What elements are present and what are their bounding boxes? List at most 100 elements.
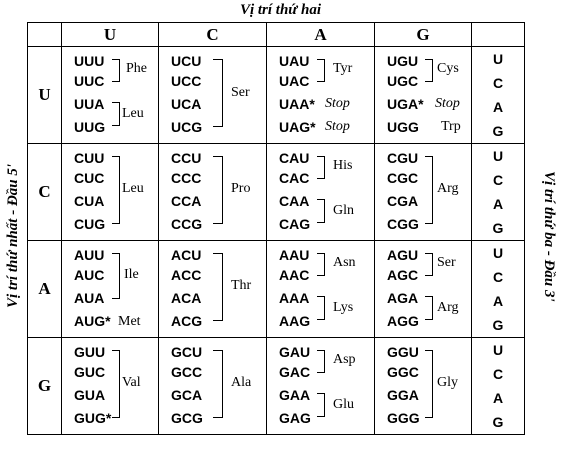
amino-acid-label: Arg [437, 300, 459, 315]
amino-acid-label: Lys [333, 300, 354, 315]
codon: UCC [171, 73, 202, 89]
table-row: G GUU GUC GUA GUG* Val GCU GCC GCA GCG A… [27, 337, 525, 435]
third-base: G [492, 414, 504, 430]
row-header-u: U [27, 46, 62, 144]
third-base: C [492, 172, 504, 188]
bracket [112, 253, 120, 299]
bracket [425, 59, 433, 82]
cell-ac: ACU ACC ACA ACG Thr [158, 240, 267, 338]
codon: AAA [279, 290, 310, 306]
amino-acid-label: Ala [231, 375, 252, 390]
bracket [213, 59, 223, 127]
amino-acid-label: His [333, 158, 353, 173]
cell-ca: CAU CAC CAA CAG His Gln [266, 143, 375, 241]
third-base: G [492, 317, 504, 333]
codon: GUA [74, 387, 106, 403]
codon: GGU [387, 344, 419, 360]
bracket [425, 350, 433, 418]
third-base: U [492, 245, 504, 261]
third-base: A [492, 99, 504, 115]
codon: CUG [74, 216, 106, 232]
amino-acid-label: Gln [333, 203, 354, 218]
codon: CUA [74, 193, 105, 209]
codon: CGC [387, 170, 419, 186]
third-base: C [492, 269, 504, 285]
third-base: A [492, 196, 504, 212]
codon: UGU [387, 53, 419, 69]
amino-acid-label: Phe [126, 61, 147, 76]
codon: UGA* [387, 96, 424, 112]
codon: UCA [171, 96, 202, 112]
codon: GUC [74, 364, 106, 380]
table-row: A AUU AUC AUA AUG* Ile Met ACU ACC ACA A… [27, 240, 525, 338]
col-header-c: C [158, 22, 267, 47]
amino-acid-label: Val [122, 375, 141, 390]
codon: AAG [279, 313, 311, 329]
cell-au: AUU AUC AUA AUG* Ile Met [61, 240, 159, 338]
codon: UAA* [279, 96, 315, 112]
codon: CCU [171, 150, 202, 166]
corner-cell [27, 22, 62, 47]
bracket [317, 199, 325, 223]
cell-cc: CCU CCC CCA CCG Pro [158, 143, 267, 241]
amino-acid-label: Tyr [333, 61, 353, 76]
codon: CCG [171, 216, 203, 232]
amino-acid-label: Thr [231, 278, 252, 293]
codon: GAA [279, 387, 311, 403]
third-base: C [492, 366, 504, 382]
cell-aa: AAU AAC AAA AAG Asn Lys [266, 240, 375, 338]
amino-acid-label: Gly [437, 375, 458, 390]
amino-acid-label: Ser [437, 255, 456, 270]
codon: CGU [387, 150, 419, 166]
amino-acid-label: Asn [333, 255, 356, 270]
cell-uu: UUU UUC UUA UUG Phe Leu [61, 46, 159, 144]
codon: UUC [74, 73, 105, 89]
row-header-g: G [27, 337, 62, 435]
codon: AUC [74, 267, 105, 283]
third-header-blank [471, 22, 525, 47]
third-base: G [492, 123, 504, 139]
third-position-col: U C A G [471, 240, 525, 338]
codon: AGC [387, 267, 419, 283]
bracket [213, 350, 223, 418]
codon: CAA [279, 193, 310, 209]
cell-ua: UAU UAC UAA* UAG* Tyr Stop Stop [266, 46, 375, 144]
amino-acid-label: Trp [441, 119, 461, 134]
cell-cu: CUU CUC CUA CUG Leu [61, 143, 159, 241]
codon: AAU [279, 247, 310, 263]
codon: UCU [171, 53, 202, 69]
bracket [112, 59, 120, 82]
codon: GCA [171, 387, 203, 403]
codon: CUU [74, 150, 105, 166]
amino-acid-label: Ser [231, 85, 250, 100]
codon: AUU [74, 247, 105, 263]
codon: AUA [74, 290, 105, 306]
codon: GAG [279, 410, 311, 426]
codon: ACU [171, 247, 202, 263]
amino-acid-label: Ile [124, 267, 139, 282]
third-position-title: Vị trí thứ ba - Đầu 3' [541, 170, 557, 302]
stop-label: Stop [435, 96, 460, 111]
row-header-c: C [27, 143, 62, 241]
bracket [317, 296, 325, 320]
first-position-title: Vị trí thứ nhất - Đầu 5' [5, 163, 21, 309]
codon: ACC [171, 267, 202, 283]
third-base: U [492, 342, 504, 358]
amino-acid-label: Glu [333, 397, 354, 412]
codon-table: U C A G U UUU UUC UUA UUG Phe Leu UCU UC… [27, 22, 525, 435]
codon: CGG [387, 216, 419, 232]
amino-acid-label: Cys [437, 61, 459, 76]
bracket [317, 350, 325, 373]
second-position-title: Vị trí thứ hai [239, 2, 322, 18]
third-position-col: U C A G [471, 337, 525, 435]
col-header-g: G [374, 22, 472, 47]
codon: CAU [279, 150, 310, 166]
bracket [112, 350, 120, 418]
amino-acid-label: Arg [437, 181, 459, 196]
bracket [317, 393, 325, 417]
header-row: U C A G [27, 22, 525, 47]
third-base: U [492, 148, 504, 164]
stop-label: Stop [325, 119, 350, 134]
codon: UAG* [279, 119, 316, 135]
cell-gc: GCU GCC GCA GCG Ala [158, 337, 267, 435]
